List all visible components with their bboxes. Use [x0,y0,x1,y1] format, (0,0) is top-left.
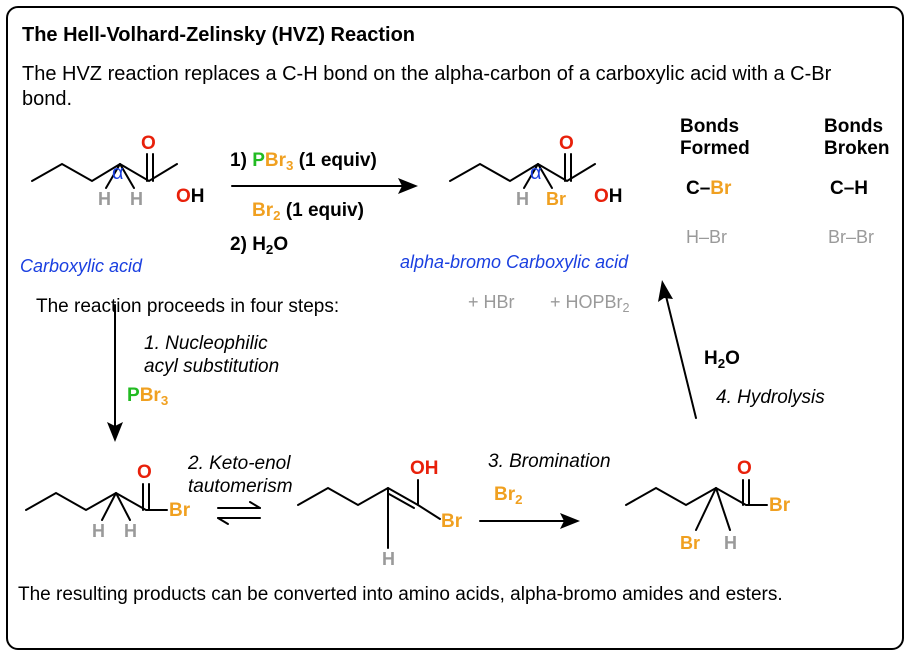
step3-label: 3. Bromination [488,451,611,472]
bond-broken-c-h: C–H [830,178,869,199]
oxygen-label: O [273,234,289,255]
mechanism-intro: The reaction proceeds in four steps: [36,296,340,317]
subscript: 2 [515,491,523,507]
atom-br: Br [169,500,191,521]
atom-br: Br [441,511,463,532]
acyl-bromide-skeleton [25,483,168,521]
step1-line2: acyl substitution [144,356,280,377]
step4-arrow [664,291,697,419]
label-carboxylic-acid: Carboxylic acid [20,256,143,276]
reagent-pbr3: 1) PBr3 (1 equiv) [230,150,377,172]
equilibrium-arrows [217,501,261,525]
atom-o: O [559,133,574,154]
step1-arrowhead [107,422,123,442]
reagent-h2o: 2) H2O [230,234,288,256]
atom-o: O [737,458,752,479]
diagram-frame [6,6,904,650]
bromine-label: Br [494,484,516,505]
reagent-br2: Br2 (1 equiv) [252,200,364,222]
atom-oh: OH [594,186,623,208]
step2-line1: 2. Keto-enol [188,453,291,474]
bromine-label: Br [252,200,274,221]
atom-oh: OH [410,458,439,479]
step1-line1: 1. Nucleophilic [144,333,268,354]
subscript: 3 [286,157,294,173]
equiv-label: (1 equiv) [298,150,377,171]
bromine-label: Br [139,385,161,406]
oxygen-label: O [725,348,740,369]
intro-text: The HVZ reaction replaces a C-H bond on … [22,63,832,110]
atom-br: Br [546,189,567,209]
alpha-bromo-acid-skeleton [449,153,596,189]
equiv-label: (1 equiv) [285,200,364,221]
subscript: 2 [265,241,274,257]
atom-o: O [594,186,609,207]
phosphorus-label: P [252,150,265,171]
step-number: 2) [230,234,247,255]
alpha-symbol: α [112,162,124,184]
byproduct-hbr: + HBr [468,292,515,312]
step4-arrowhead [658,280,673,302]
step4-reagent: H2O [704,348,740,370]
atom-h: H [98,189,111,209]
label-alpha-bromo-acid: alpha-bromo Carboxylic acid [400,252,629,272]
atom-oh: OH [176,186,205,208]
step-number: 1) [230,150,247,171]
step1-reagent: PBr3 [127,385,168,407]
atom-h: H [608,186,623,207]
atom-o: O [137,462,152,483]
step3-arrowhead [560,513,580,529]
bromine-label: Br [264,150,286,171]
hydrogen-label: H [252,234,266,255]
bond-formed-h-br: H–Br [686,227,728,247]
atom-br: Br [769,495,791,516]
atom-br: Br [680,533,701,553]
atom-o: O [176,186,191,207]
atom-h: H [516,189,529,209]
main-arrowhead [398,178,418,194]
footer-text: The resulting products can be converted … [18,584,783,605]
enol-skeleton [297,479,441,549]
page-title: The Hell-Volhard-Zelinsky (HVZ) Reaction [22,24,416,46]
carboxylic-acid-skeleton [31,153,178,189]
step2-line2: tautomerism [188,476,293,497]
byproduct-formula: + HOPBr [550,292,623,312]
atom-h: H [92,521,105,541]
step4-label: 4. Hydrolysis [716,387,825,408]
phosphorus-label: P [127,385,140,406]
bond-formed-c-br: C–Br [686,178,731,200]
alpha-symbol: α [530,162,542,184]
subscript: 2 [622,300,630,315]
atom-h: H [190,186,205,207]
atom-h: H [382,549,395,569]
bromine-label: Br [710,178,732,199]
atom-o: O [141,133,156,154]
byproduct-hopbr2: + HOPBr2 [550,292,630,315]
header-bonds-broken: Bonds Broken [824,116,890,159]
hydrogen-label: H [704,348,718,369]
subscript: 2 [273,207,281,223]
alpha-bromo-acyl-bromide-skeleton [625,479,768,531]
atom-h: H [124,521,137,541]
subscript: 2 [717,355,726,371]
atom-h: H [130,189,143,209]
bond-broken-br-br: Br–Br [828,227,875,247]
carbon-label: C– [686,178,711,199]
subscript: 3 [160,392,169,408]
step3-reagent: Br2 [494,484,523,506]
atom-h: H [724,533,737,553]
header-bonds-formed: Bonds Formed [680,116,750,159]
